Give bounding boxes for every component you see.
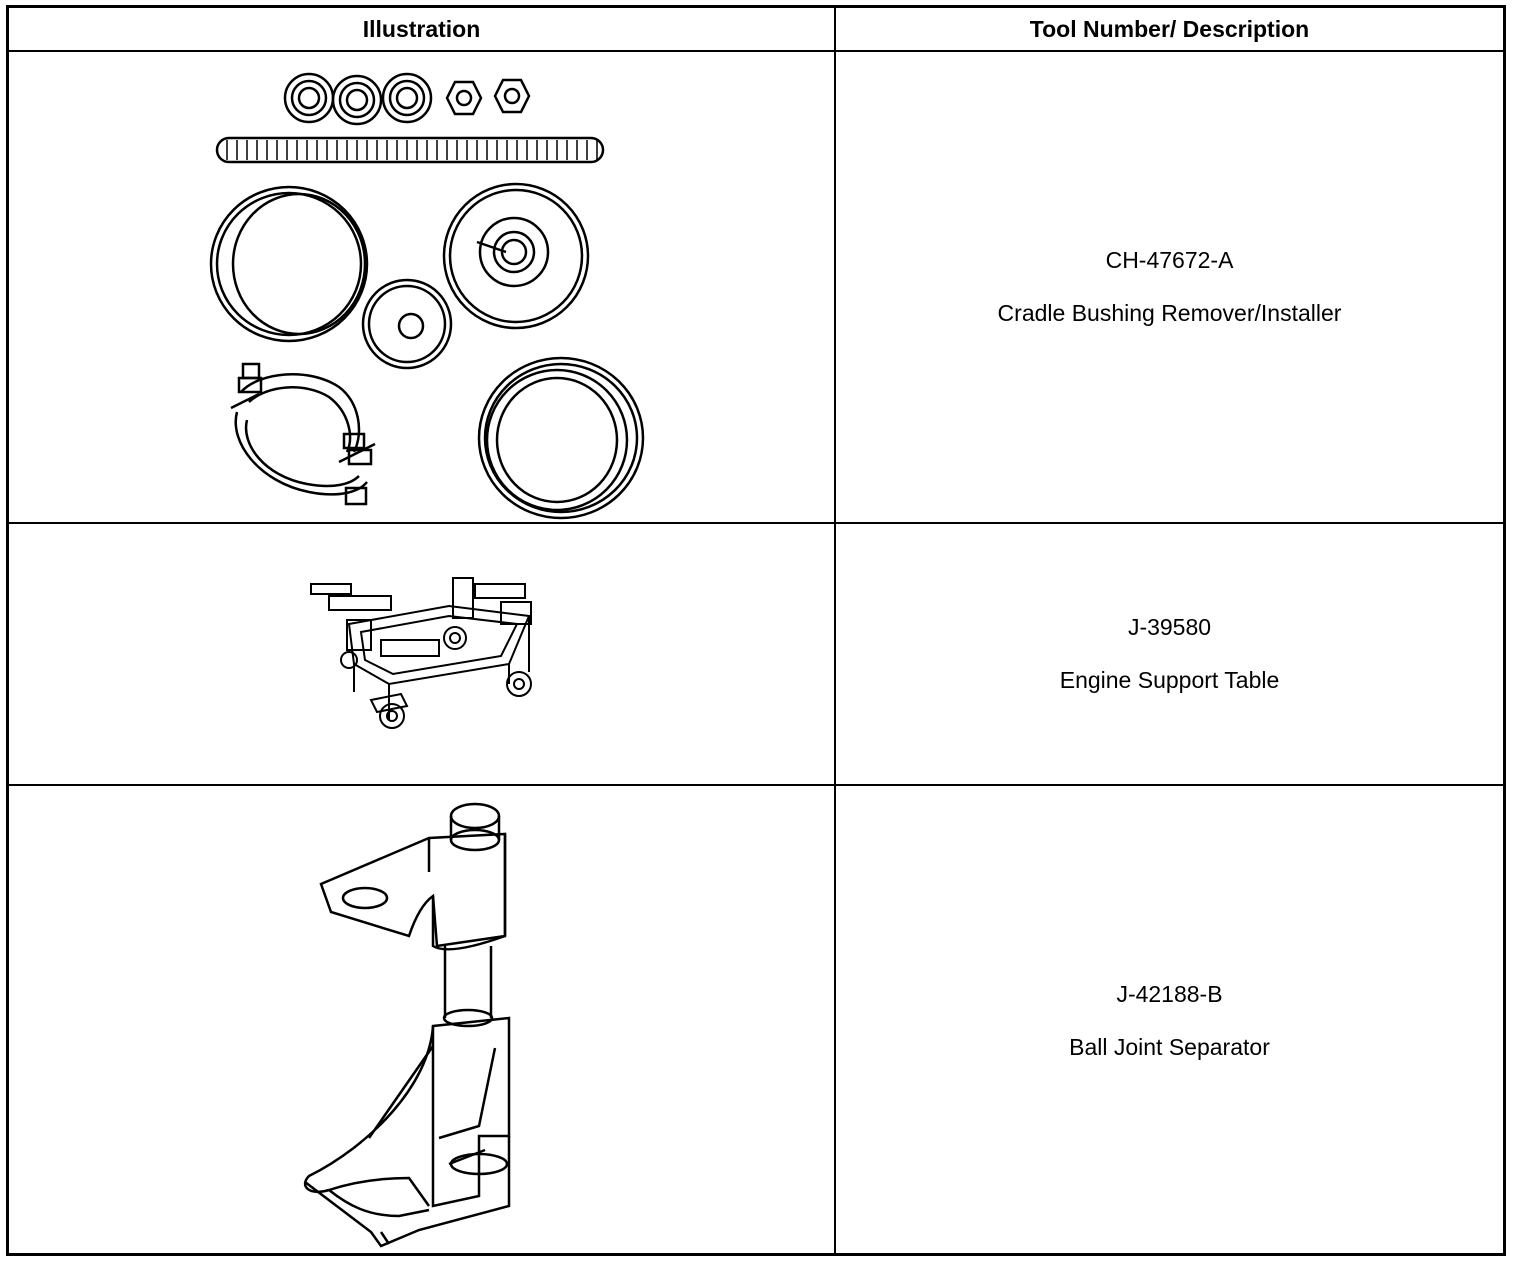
tool-description: Cradle Bushing Remover/Installer bbox=[997, 300, 1342, 326]
table-row-2-description: J-39580 Engine Support Table bbox=[836, 524, 1503, 784]
tools-table: Illustration Tool Number/ Description bbox=[6, 5, 1506, 1256]
table-row-1-illustration bbox=[9, 52, 834, 522]
tool-description: Ball Joint Separator bbox=[1069, 1034, 1270, 1060]
table-row-3-illustration bbox=[9, 786, 834, 1256]
header-tool-description: Tool Number/ Description bbox=[1029, 15, 1310, 42]
column-divider bbox=[834, 8, 836, 1253]
tool-description: Engine Support Table bbox=[1059, 667, 1280, 693]
header-divider bbox=[9, 50, 1503, 52]
bushing-tool-kit-icon bbox=[209, 72, 645, 520]
row-divider-2 bbox=[9, 784, 1503, 786]
engine-support-table-icon bbox=[310, 577, 532, 729]
ball-joint-separator-icon bbox=[303, 802, 511, 1248]
table-row-3-description: J-42188-B Ball Joint Separator bbox=[836, 786, 1503, 1256]
tool-number: CH-47672-A bbox=[1105, 247, 1234, 273]
tool-number: J-42188-B bbox=[1116, 981, 1223, 1007]
tool-number: J-39580 bbox=[1127, 614, 1212, 640]
header-illustration: Illustration bbox=[362, 15, 481, 42]
table-row-2-illustration bbox=[9, 524, 834, 784]
table-row-1-description: CH-47672-A Cradle Bushing Remover/Instal… bbox=[836, 52, 1503, 522]
row-divider-1 bbox=[9, 522, 1503, 524]
